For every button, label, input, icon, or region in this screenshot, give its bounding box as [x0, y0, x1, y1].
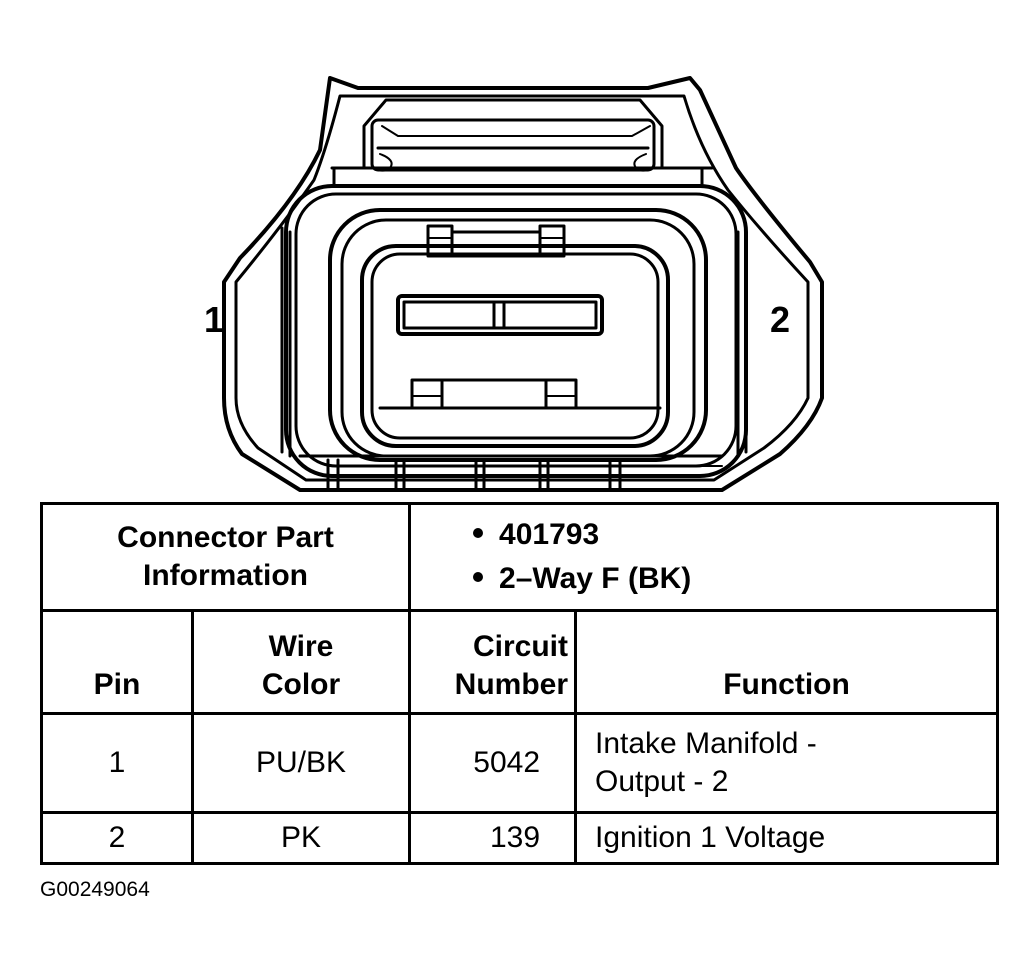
wire-color-cell: PK	[190, 811, 412, 865]
header-pin: Pin	[40, 609, 194, 715]
connector-info-values: 401793 2–Way F (BK)	[408, 502, 1000, 612]
header-wire-color-line2: Color	[261, 668, 341, 701]
figure-id: G00249064	[40, 878, 150, 901]
pin-2-label: 2	[770, 299, 791, 340]
function-line2: Output - 2	[595, 765, 729, 798]
header-circuit-line1: Circuit	[473, 630, 569, 663]
connector-info-row: Connector Part Information 401793 2–Way …	[39, 502, 1000, 612]
connector-type: 2–Way F (BK)	[499, 562, 692, 595]
pin-cell: 1	[40, 712, 194, 814]
function-line1: Intake Manifold -	[595, 727, 817, 760]
table-row: 1 PU/BK 5042 Intake Manifold - Output - …	[40, 712, 1000, 814]
bullet-icon	[473, 528, 484, 539]
part-number: 401793	[499, 518, 600, 551]
pin-1-label: 1	[204, 299, 225, 340]
connector-info-label-line1: Connector Part	[117, 521, 334, 554]
column-header-row: Pin Wire Color Circuit Number Function	[40, 609, 1000, 715]
wire-color-cell: PU/BK	[190, 712, 412, 814]
connector-type-item: 2–Way F (BK)	[473, 557, 996, 601]
header-pin-text: Pin	[93, 668, 141, 701]
connector-info-label: Connector Part Information	[39, 502, 412, 612]
header-circuit-line2: Number	[454, 668, 569, 701]
header-function: Function	[574, 609, 1000, 715]
header-wire-color: Wire Color	[190, 609, 412, 715]
circuit-cell: 139	[408, 811, 578, 865]
header-wire-color-line1: Wire	[268, 630, 334, 663]
connector-diagram: 1 2	[204, 76, 824, 492]
pin-cell: 2	[40, 811, 194, 865]
connector-info-label-line2: Information	[143, 559, 308, 592]
table-row: 2 PK 139 Ignition 1 Voltage	[40, 811, 1000, 865]
circuit-cell: 5042	[408, 712, 578, 814]
header-function-text: Function	[723, 668, 850, 701]
function-line1: Ignition 1 Voltage	[595, 821, 826, 854]
connector-table: Connector Part Information 401793 2–Way …	[39, 502, 1000, 865]
connector-face-view-icon	[222, 76, 824, 492]
bullet-icon	[473, 572, 484, 583]
function-cell: Ignition 1 Voltage	[574, 811, 1000, 865]
part-number-item: 401793	[473, 513, 996, 557]
header-circuit-number: Circuit Number	[408, 609, 578, 715]
function-cell: Intake Manifold - Output - 2	[574, 712, 1000, 814]
